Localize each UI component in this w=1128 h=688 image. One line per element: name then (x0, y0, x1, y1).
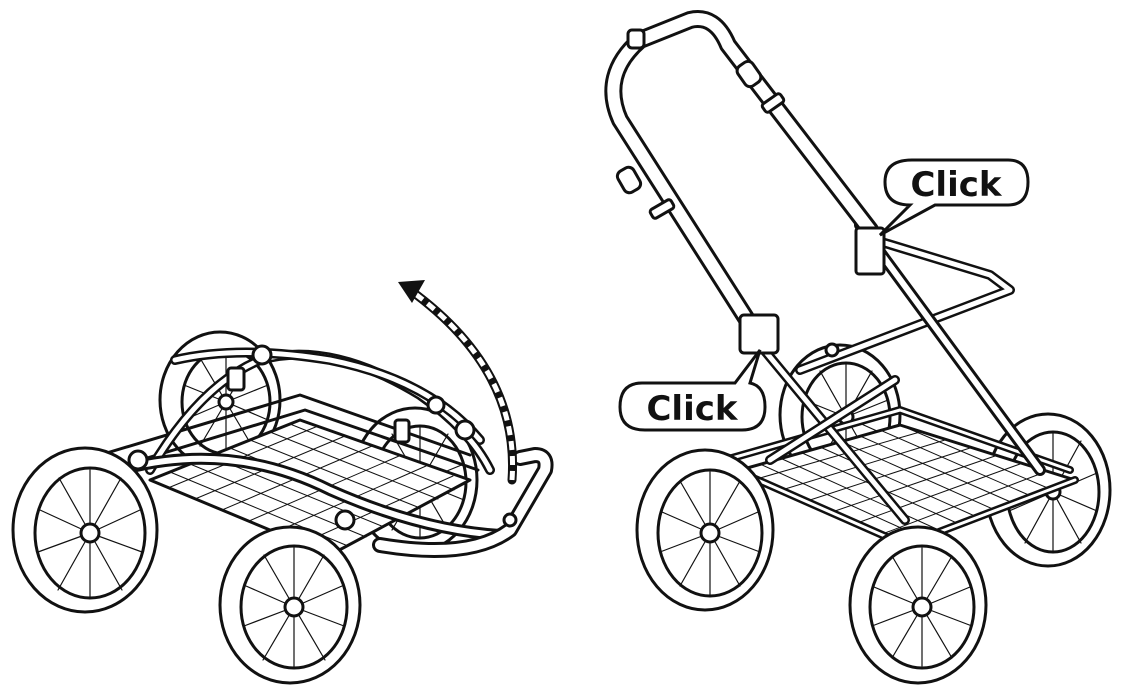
callout-click-handle: Click (620, 350, 765, 430)
callout-click-frame: Click (880, 160, 1028, 235)
folded-stroller (13, 332, 546, 683)
callout-label: Click (910, 165, 1002, 205)
wheel-front-right-icon (850, 527, 986, 683)
wheel-front-right-icon (220, 527, 360, 683)
callout-label: Click (646, 389, 738, 429)
unfolded-stroller (613, 19, 1110, 683)
wheel-front-left-icon (637, 450, 773, 610)
wheel-front-left-icon (13, 448, 157, 612)
